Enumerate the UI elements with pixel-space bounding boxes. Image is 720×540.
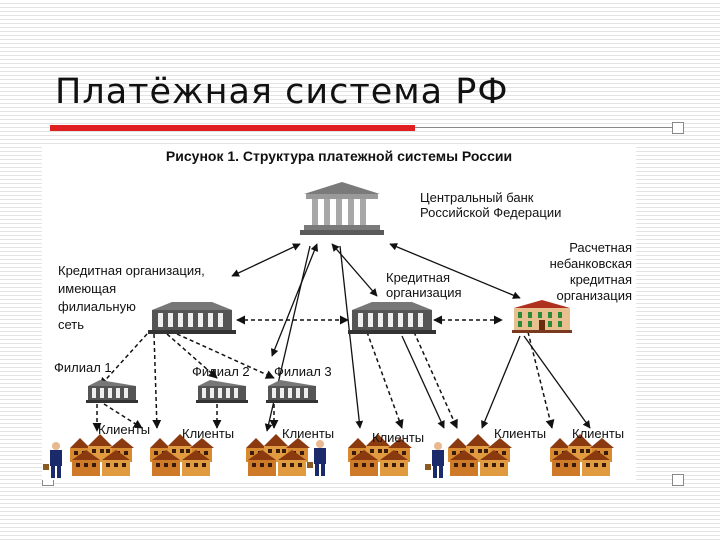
person-icon — [425, 442, 444, 478]
connection-arrows — [231, 243, 591, 432]
nbco-label: Расчетная небанковская кредитная организ… — [549, 240, 632, 303]
clients-label: Клиенты — [572, 426, 625, 441]
corner-marker — [672, 474, 684, 486]
branch-3-icon — [266, 380, 318, 403]
person-icon — [307, 440, 326, 476]
diagram-graphics — [43, 182, 614, 478]
corner-marker — [672, 122, 684, 134]
title-divider-line — [415, 127, 675, 128]
branch-3-label: Филиал 3 — [274, 364, 332, 379]
slide-title: Платёжная система РФ — [55, 72, 509, 112]
figure-caption: Рисунок 1. Структура платежной системы Р… — [165, 148, 513, 164]
central-bank-label: Центральный банк Российской Федерации — [420, 190, 562, 220]
branch-1-icon — [86, 380, 138, 403]
branch-1-label: Филиал 1 — [54, 360, 112, 375]
nbco-icon — [512, 300, 572, 333]
central-bank-icon — [300, 182, 384, 235]
credit-organization-icon — [348, 302, 436, 334]
title-accent-bar — [50, 125, 415, 131]
clients-label: Клиенты — [282, 426, 335, 441]
person-icon — [43, 442, 62, 478]
clients-label: Клиенты — [372, 430, 425, 445]
clients-label: Клиенты — [98, 422, 151, 437]
branch-2-icon — [196, 380, 248, 403]
clients-label: Клиенты — [494, 426, 547, 441]
clients-houses-icon — [70, 434, 134, 476]
branch-network-bank-label: Кредитная организация, имеющая филиальну… — [58, 263, 205, 332]
dashed-links — [92, 315, 555, 432]
branch-2-label: Филиал 2 — [192, 364, 250, 379]
clients-label: Клиенты — [182, 426, 235, 441]
credit-organization-label: Кредитная организация — [386, 270, 462, 300]
payment-system-diagram: Рисунок 1. Структура платежной системы Р… — [42, 146, 636, 480]
